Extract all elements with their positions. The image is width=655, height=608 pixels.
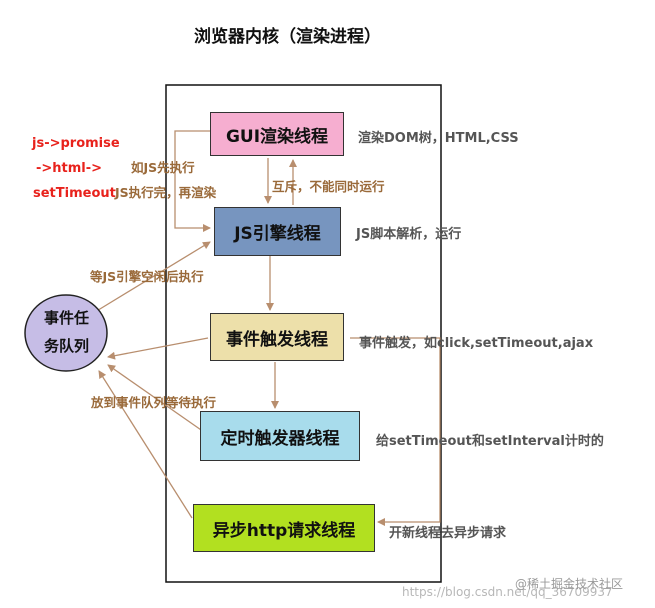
order-note-line2: ->html-> [36, 161, 103, 176]
js-done-render-label: JS执行完，再渲染 [115, 185, 217, 200]
timer-thread-box: 定时触发器线程 [200, 411, 360, 461]
if-js-first-label: 如JS先执行 [131, 160, 195, 175]
event-trigger-thread-box: 事件触发线程 [210, 313, 344, 361]
gui-render-thread-box: GUI渲染线程 [210, 112, 344, 156]
timer-description: 给setTimeout和setInterval计时的 [376, 434, 604, 449]
arrow-http-to-queue [98, 370, 193, 519]
juejin-watermark: @稀土掘金技术社区 [515, 577, 624, 591]
arrow-event-to-queue [107, 337, 209, 360]
http-description: 开新线程去异步请求 [389, 526, 507, 541]
event-queue-label-line1: 事件任 [44, 309, 90, 327]
wait-idle-label: 等JS引擎空闲后执行 [90, 269, 204, 284]
put-queue-label: 放到事件队列等待执行 [91, 395, 217, 410]
js-engine-thread-box: JS引擎线程 [214, 207, 341, 256]
mutex-label: 互斥，不能同时运行 [272, 179, 385, 194]
order-note-line1: js->promise [32, 136, 120, 151]
arrow-timer-to-queue [107, 364, 205, 433]
arrow-gui-to-js-loop [174, 130, 211, 232]
js-description: JS脚本解析，运行 [356, 227, 462, 242]
arrow-event-to-http-loop [350, 337, 441, 526]
order-note-line3: setTimeout [33, 186, 116, 201]
event-description: 事件触发，如click,setTimeout,ajax [359, 336, 594, 351]
arrow-queue-to-js [94, 241, 211, 313]
gui-description: 渲染DOM树，HTML,CSS [358, 131, 519, 146]
event-queue-label-line2: 务队列 [44, 337, 90, 355]
kernel-container [165, 84, 442, 583]
diagram-title: 浏览器内核（渲染进程） [194, 27, 381, 47]
csdn-watermark: https://blog.csdn.net/qq_36709937 [402, 585, 613, 599]
event-queue-ellipse [24, 294, 108, 372]
async-http-thread-box: 异步http请求线程 [193, 504, 375, 552]
